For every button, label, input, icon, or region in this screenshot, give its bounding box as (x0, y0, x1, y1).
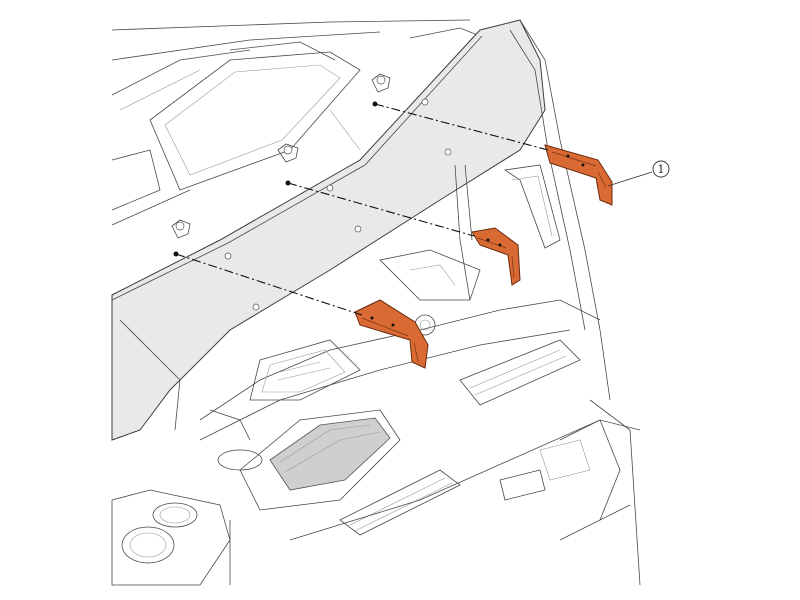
mounting-bracket-rear (544, 144, 613, 206)
cup-holders (111, 449, 263, 586)
mounting-bracket-front (354, 299, 429, 369)
mounting-bracket-middle (471, 227, 521, 286)
callout-label: 1 (658, 163, 665, 176)
callout-1: 1 (607, 160, 670, 187)
sun-visor-panel (111, 19, 546, 441)
roof-studs (171, 73, 391, 239)
center-console (229, 339, 641, 585)
right-side-panel (499, 399, 641, 586)
dashboard (199, 249, 601, 441)
assembly-lines (173, 101, 549, 316)
